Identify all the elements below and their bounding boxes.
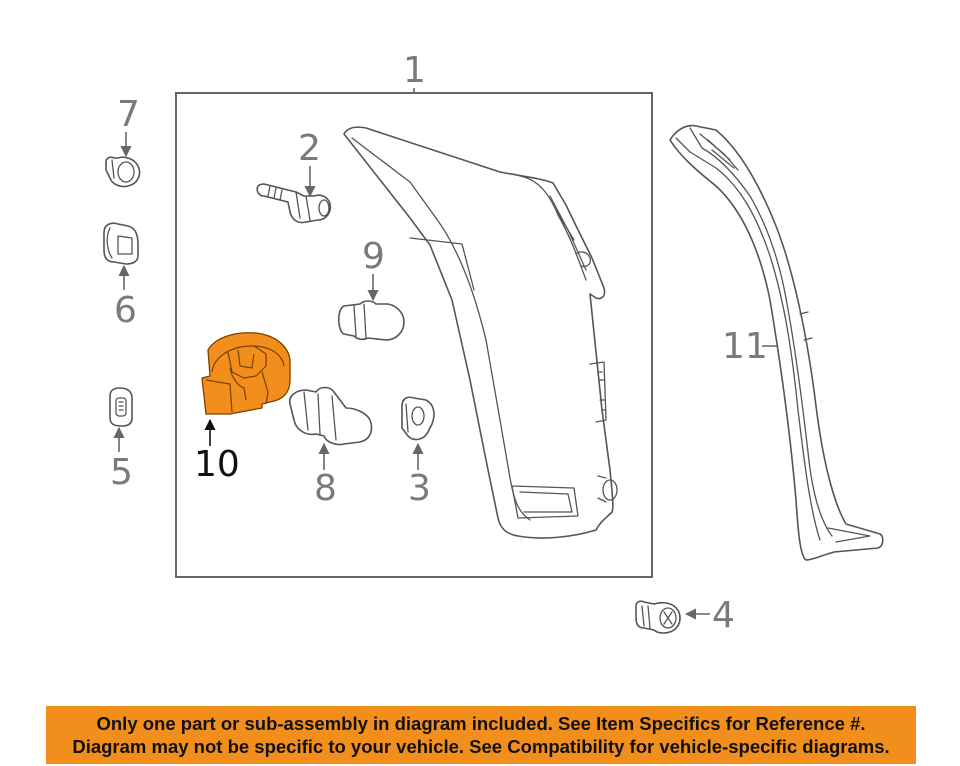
disclaimer-line-2: Diagram may not be specific to your vehi… — [72, 736, 890, 757]
part-7-push-pin — [105, 156, 141, 188]
callout-6-label: 6 — [114, 290, 137, 331]
callout-1-label: 1 — [403, 50, 426, 91]
callout-7-label: 7 — [117, 94, 140, 135]
callout-10-label: 10 — [194, 444, 240, 485]
parts-diagram: 1 2 9 10 — [103, 50, 884, 636]
part-10-socket — [201, 332, 291, 415]
part-1-tail-lamp-assembly — [343, 126, 618, 539]
part-6-clip — [103, 222, 139, 265]
callout-11-label: 11 — [722, 326, 768, 367]
part-2-stud — [256, 183, 332, 224]
part-4-screw — [635, 600, 681, 634]
part-8-bulb — [288, 386, 373, 446]
callout-3-label: 3 — [408, 468, 431, 509]
part-9-bulb — [337, 300, 405, 341]
callout-2-label: 2 — [298, 128, 321, 169]
part-11-gasket — [669, 124, 884, 561]
part-3-grommet — [401, 396, 435, 441]
part-5-clip-nut — [109, 387, 133, 427]
callout-4-label: 4 — [712, 595, 735, 636]
disclaimer-line-1: Only one part or sub-assembly in diagram… — [96, 713, 866, 734]
callout-5-label: 5 — [110, 452, 133, 493]
callout-9-label: 9 — [362, 236, 385, 277]
callout-8-label: 8 — [314, 468, 337, 509]
disclaimer-banner: Only one part or sub-assembly in diagram… — [46, 706, 916, 764]
